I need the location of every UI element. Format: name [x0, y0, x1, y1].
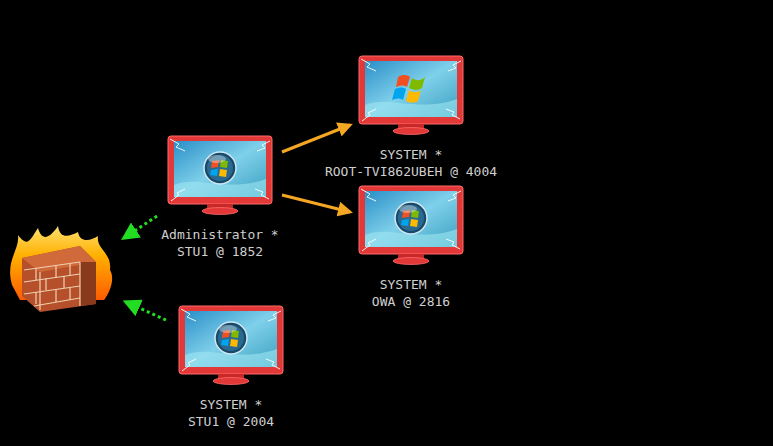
- host-monitor: [167, 135, 273, 215]
- host-monitor: [358, 185, 464, 265]
- user-label: SYSTEM *: [188, 396, 274, 413]
- host-monitor: [178, 305, 284, 385]
- host-label: STU1 @ 2004: [188, 413, 274, 430]
- host-node: Administrator *STU1 @ 1852: [167, 135, 273, 215]
- pivot-arrow: [282, 195, 350, 212]
- host-monitor: [358, 55, 464, 135]
- session-link: [126, 302, 166, 320]
- host-caption: SYSTEM *STU1 @ 2004: [188, 396, 274, 430]
- host-node: SYSTEM *ROOT-TVI862UBEH @ 4004: [358, 55, 464, 135]
- host-label: STU1 @ 1852: [161, 243, 278, 260]
- user-label: SYSTEM *: [325, 146, 497, 163]
- host-node: SYSTEM *OWA @ 2816: [358, 185, 464, 265]
- host-caption: SYSTEM *ROOT-TVI862UBEH @ 4004: [325, 146, 497, 180]
- pivot-arrow: [282, 125, 350, 152]
- host-node: SYSTEM *STU1 @ 2004: [178, 305, 284, 385]
- user-label: SYSTEM *: [372, 276, 450, 293]
- brick-wall: [22, 246, 96, 312]
- host-caption: SYSTEM *OWA @ 2816: [372, 276, 450, 310]
- session-link: [124, 216, 157, 238]
- host-caption: Administrator *STU1 @ 1852: [161, 226, 278, 260]
- host-label: OWA @ 2816: [372, 293, 450, 310]
- host-label: ROOT-TVI862UBEH @ 4004: [325, 163, 497, 180]
- user-label: Administrator *: [161, 226, 278, 243]
